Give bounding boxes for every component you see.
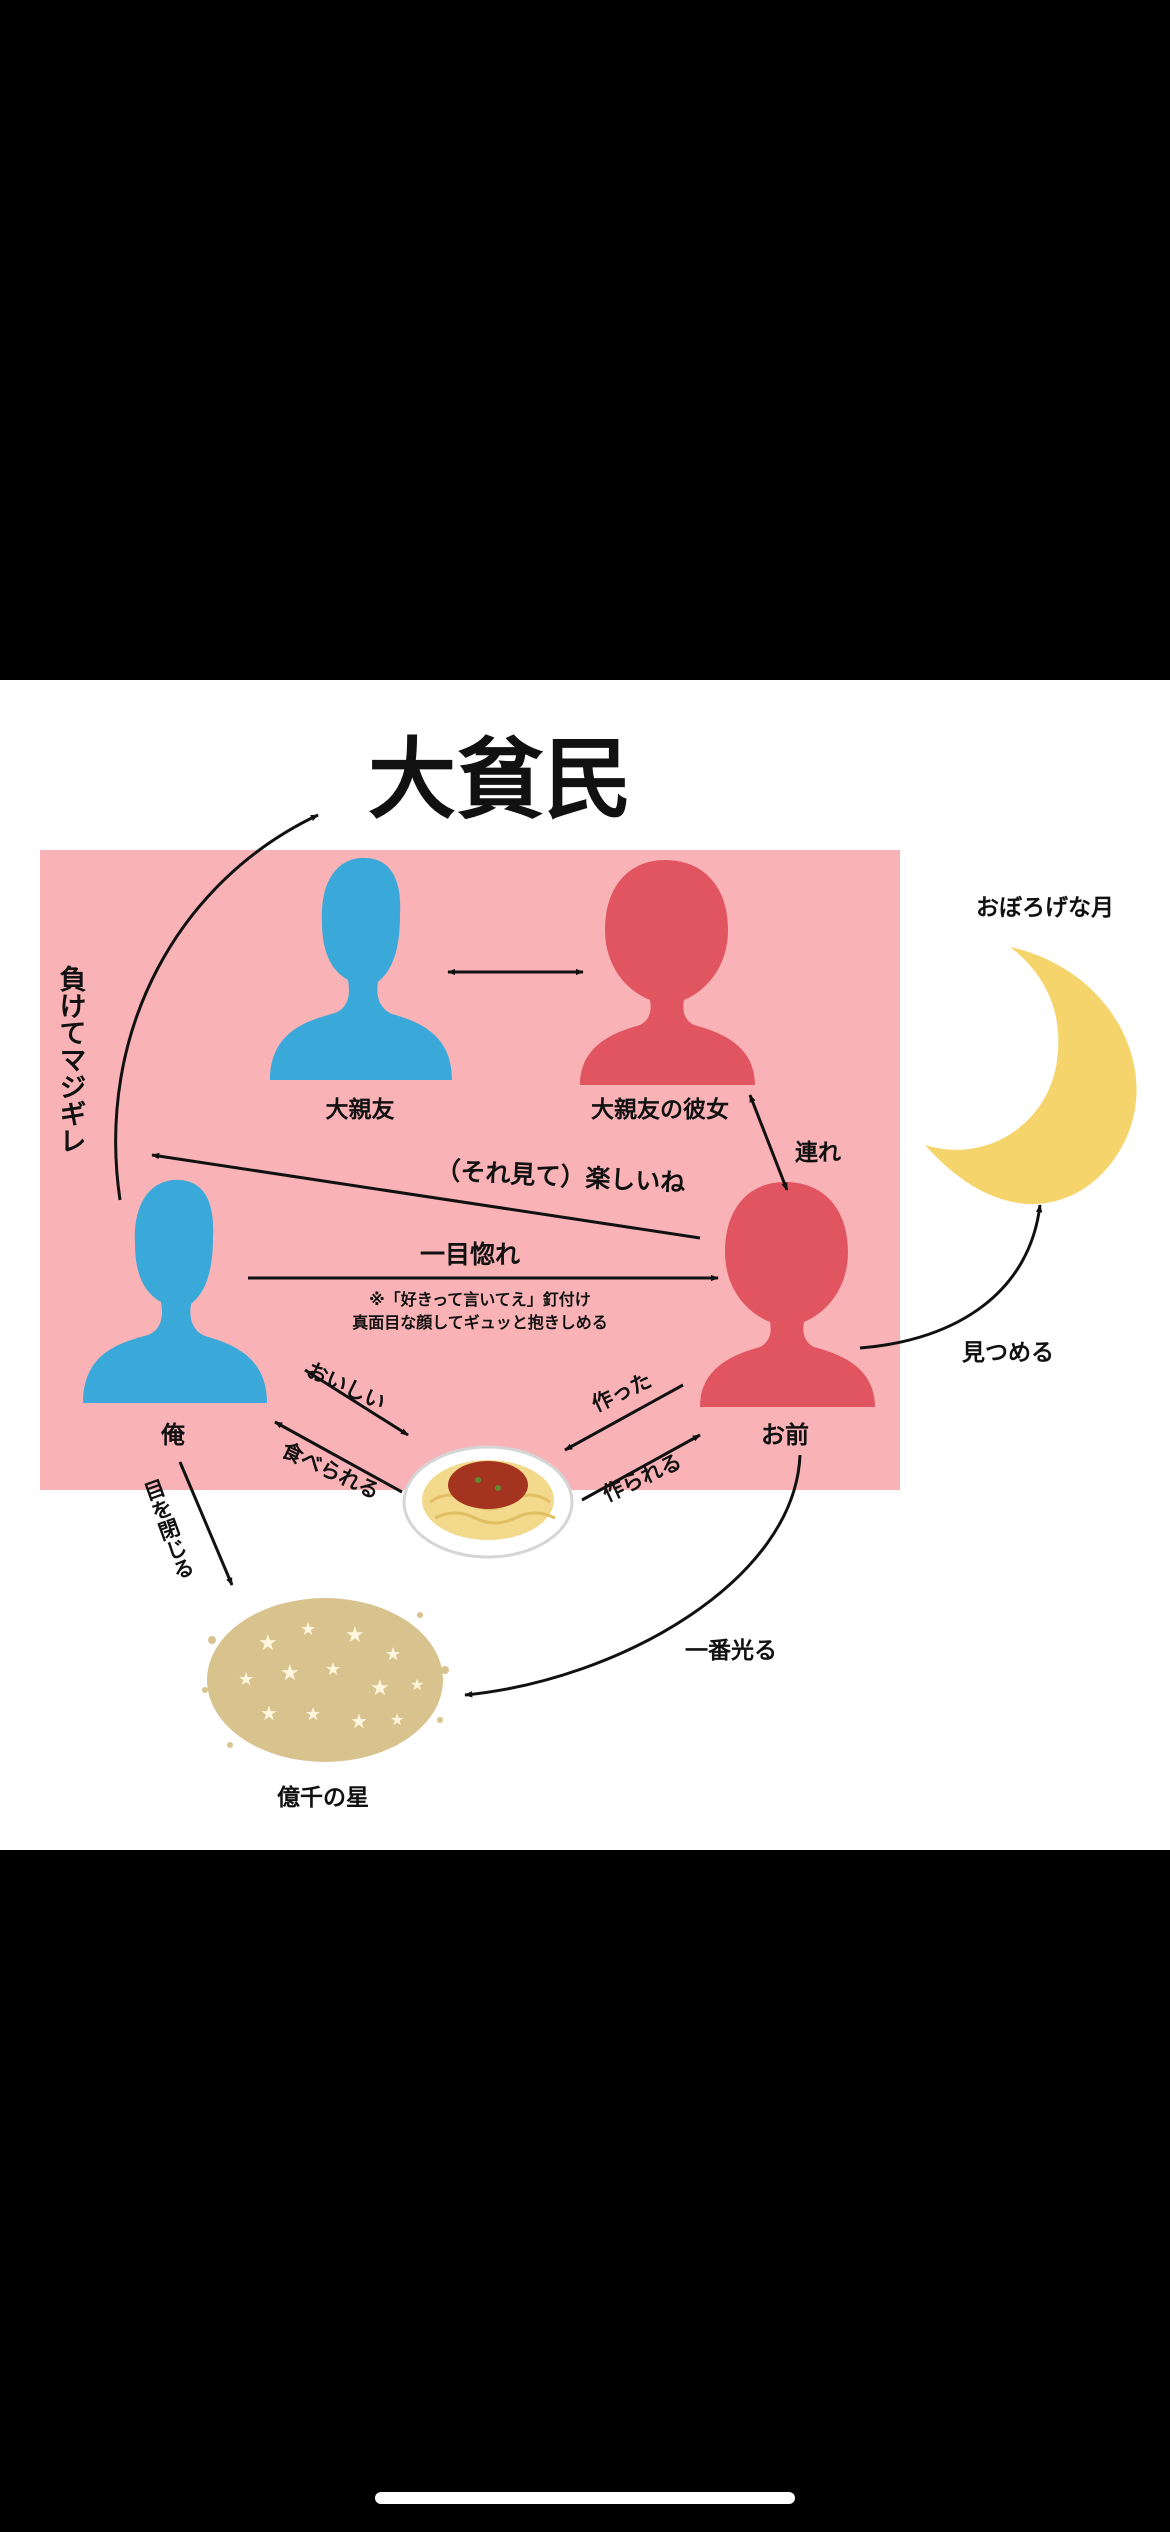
edge-eaten (274, 1420, 403, 1494)
edge-gaze (859, 1204, 1043, 1350)
edge-brought (748, 1094, 789, 1191)
edge-label-gaze: 見つめる (962, 1340, 1054, 1366)
node-label-you: お前 (761, 1421, 809, 1449)
edge-fun (151, 1152, 701, 1240)
svg-text:★: ★ (300, 1619, 316, 1640)
node-label-stars: 億千の星 (277, 1784, 369, 1811)
best-friend-girlfriend-silhouette (580, 860, 755, 1085)
edge-note-line2: 真面目な顔してギュッと抱きしめる (352, 1313, 608, 1332)
me-silhouette (83, 1179, 267, 1403)
edge-note-line1: ※「好きって言いてえ」釘付け (369, 1290, 591, 1309)
you-silhouette (700, 1182, 875, 1407)
svg-text:★: ★ (350, 1709, 368, 1733)
svg-text:★: ★ (260, 1701, 278, 1725)
svg-text:★: ★ (238, 1669, 254, 1690)
edge-label-close-eyes: 目を閉じる (139, 1476, 197, 1583)
edge-lose-angry (114, 813, 319, 1201)
node-label-me: 俺 (160, 1421, 186, 1449)
edge-made (564, 1383, 684, 1452)
edge-close-eyes (178, 1461, 234, 1586)
node-label-moon: おぼろげな月 (976, 895, 1114, 921)
node-label-best-friend: 大親友 (326, 1097, 395, 1123)
svg-text:★: ★ (280, 1661, 300, 1686)
svg-text:★: ★ (305, 1704, 321, 1725)
node-label-best-friend-girlfriend: 大親友の彼女 (591, 1096, 729, 1123)
edge-shine-most (464, 1454, 802, 1698)
edge-label-shine-most: 一番光る (685, 1638, 777, 1664)
stars-cluster: ★ ★ ★ ★ ★ ★ ★ ★ ★ ★ ★ ★ ★ (202, 1598, 449, 1762)
svg-text:★: ★ (390, 1710, 404, 1729)
svg-text:★: ★ (370, 1676, 390, 1701)
svg-text:★: ★ (325, 1659, 341, 1680)
diagram-title: 大貧民 (368, 728, 632, 831)
edge-label-brought: 連れ (795, 1140, 841, 1166)
edge-be-made (581, 1433, 701, 1502)
svg-text:★: ★ (345, 1623, 365, 1648)
edge-label-lose-angry: 負けてマジギレ (55, 965, 87, 1154)
spaghetti-plate-illustration (402, 1445, 574, 1559)
home-indicator[interactable] (375, 2492, 795, 2504)
svg-text:★: ★ (258, 1631, 278, 1656)
relationship-diagram: 大貧民 大親友 大親友の彼女 俺 お前 (40, 728, 1137, 1811)
best-friend-silhouette (270, 857, 452, 1080)
svg-text:★: ★ (385, 1644, 401, 1665)
svg-text:★: ★ (410, 1675, 424, 1694)
edge-tasty (304, 1368, 409, 1437)
moon-crescent (925, 947, 1137, 1204)
edge-label-love-at-first-sight: 一目惚れ (420, 1240, 520, 1269)
diagram-panel: 大貧民 大親友 大親友の彼女 俺 お前 (0, 680, 1170, 1850)
